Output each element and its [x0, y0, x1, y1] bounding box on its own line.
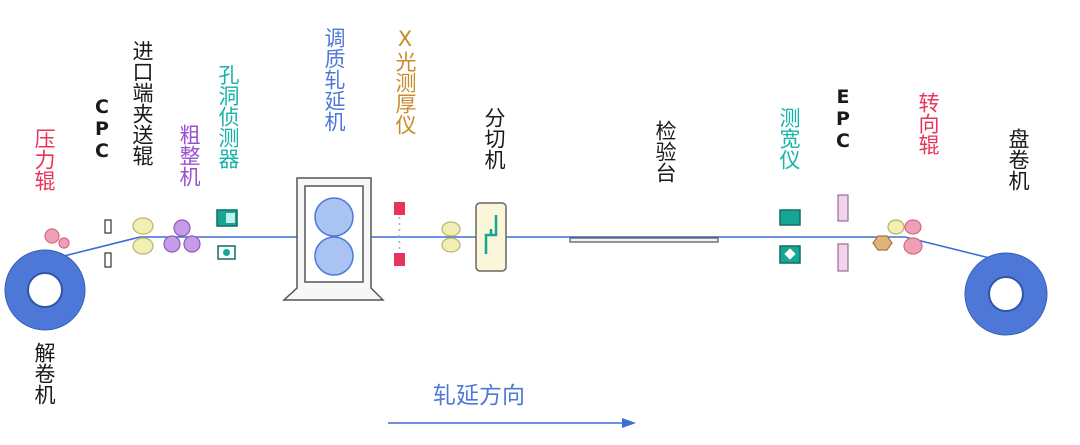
deflector-roll-label: 转向辊: [916, 92, 940, 155]
entry-pinch-rolls: [132, 217, 154, 255]
rolling-direction-label: 轧延方向: [433, 383, 525, 409]
shear-pinch-rolls: [441, 221, 461, 253]
rough-leveler-rolls: [163, 219, 201, 253]
inspection-table-label: 检验台: [653, 120, 677, 183]
pinhole-detector: [216, 209, 238, 260]
epc-sensor: [837, 194, 849, 272]
entry-pinch-roll-label: 进口端夹送辊: [130, 40, 154, 166]
recoiler-coil: [964, 252, 1048, 336]
temper-mill: [282, 177, 385, 301]
xray-gauge-label: X光测厚仪: [393, 27, 417, 135]
epc-label: EPC: [832, 86, 854, 152]
uncoiler-coil: [4, 249, 86, 331]
shear: [475, 202, 507, 272]
uncoiler-label: 解卷机: [32, 342, 56, 405]
cpc-sensor: [104, 219, 112, 268]
pinhole-detector-label: 孔洞侦测器: [216, 64, 240, 169]
temper-mill-label: 调质轧延机: [322, 27, 346, 132]
recoiler-label: 盘卷机: [1006, 128, 1030, 191]
inspection-table: [569, 237, 719, 243]
width-gauge-label: 测宽仪: [777, 107, 801, 170]
xray-gauge: [394, 202, 405, 266]
pressure-roll-label: 压力辊: [32, 128, 56, 191]
width-gauge: [779, 209, 801, 264]
pressure-roll: [44, 228, 70, 249]
cpc-label: CPC: [91, 96, 113, 162]
direction-arrow: [388, 418, 636, 428]
deflector-rolls: [872, 219, 923, 255]
shear-label: 分切机: [482, 107, 506, 170]
rough-leveler-label: 粗整机: [177, 124, 201, 187]
